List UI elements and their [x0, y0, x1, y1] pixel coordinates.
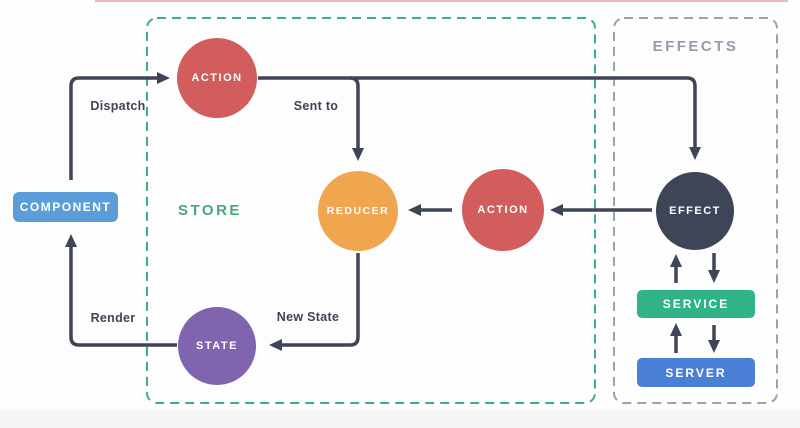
node-reducer: REDUCER — [318, 171, 398, 251]
store-group-label: STORE — [178, 202, 242, 219]
node-action-right: ACTION — [462, 169, 544, 251]
arrow-component-to-action — [69, 72, 170, 180]
arrow-action-to-effect — [258, 76, 701, 160]
node-server: SERVER — [637, 358, 755, 387]
edge-label-sent-to: Sent to — [293, 99, 339, 113]
effects-group-label: EFFECTS — [652, 38, 739, 55]
top-edge-artifact — [95, 0, 788, 2]
node-action-top: ACTION — [177, 38, 257, 118]
node-state: STATE — [178, 307, 256, 385]
edge-label-dispatch: Dispatch — [90, 99, 146, 113]
arrow-state-to-component — [65, 234, 177, 347]
bottom-background-band — [0, 410, 800, 428]
node-effect: EFFECT — [656, 172, 734, 250]
node-component: COMPONENT — [13, 192, 118, 222]
store-group-border — [146, 17, 596, 404]
arrow-action-to-reducer — [349, 76, 364, 161]
arrow-reducer-to-state — [269, 253, 360, 351]
edge-label-new-state: New State — [276, 310, 340, 324]
edge-label-render: Render — [90, 311, 136, 325]
node-service: SERVICE — [637, 290, 755, 318]
